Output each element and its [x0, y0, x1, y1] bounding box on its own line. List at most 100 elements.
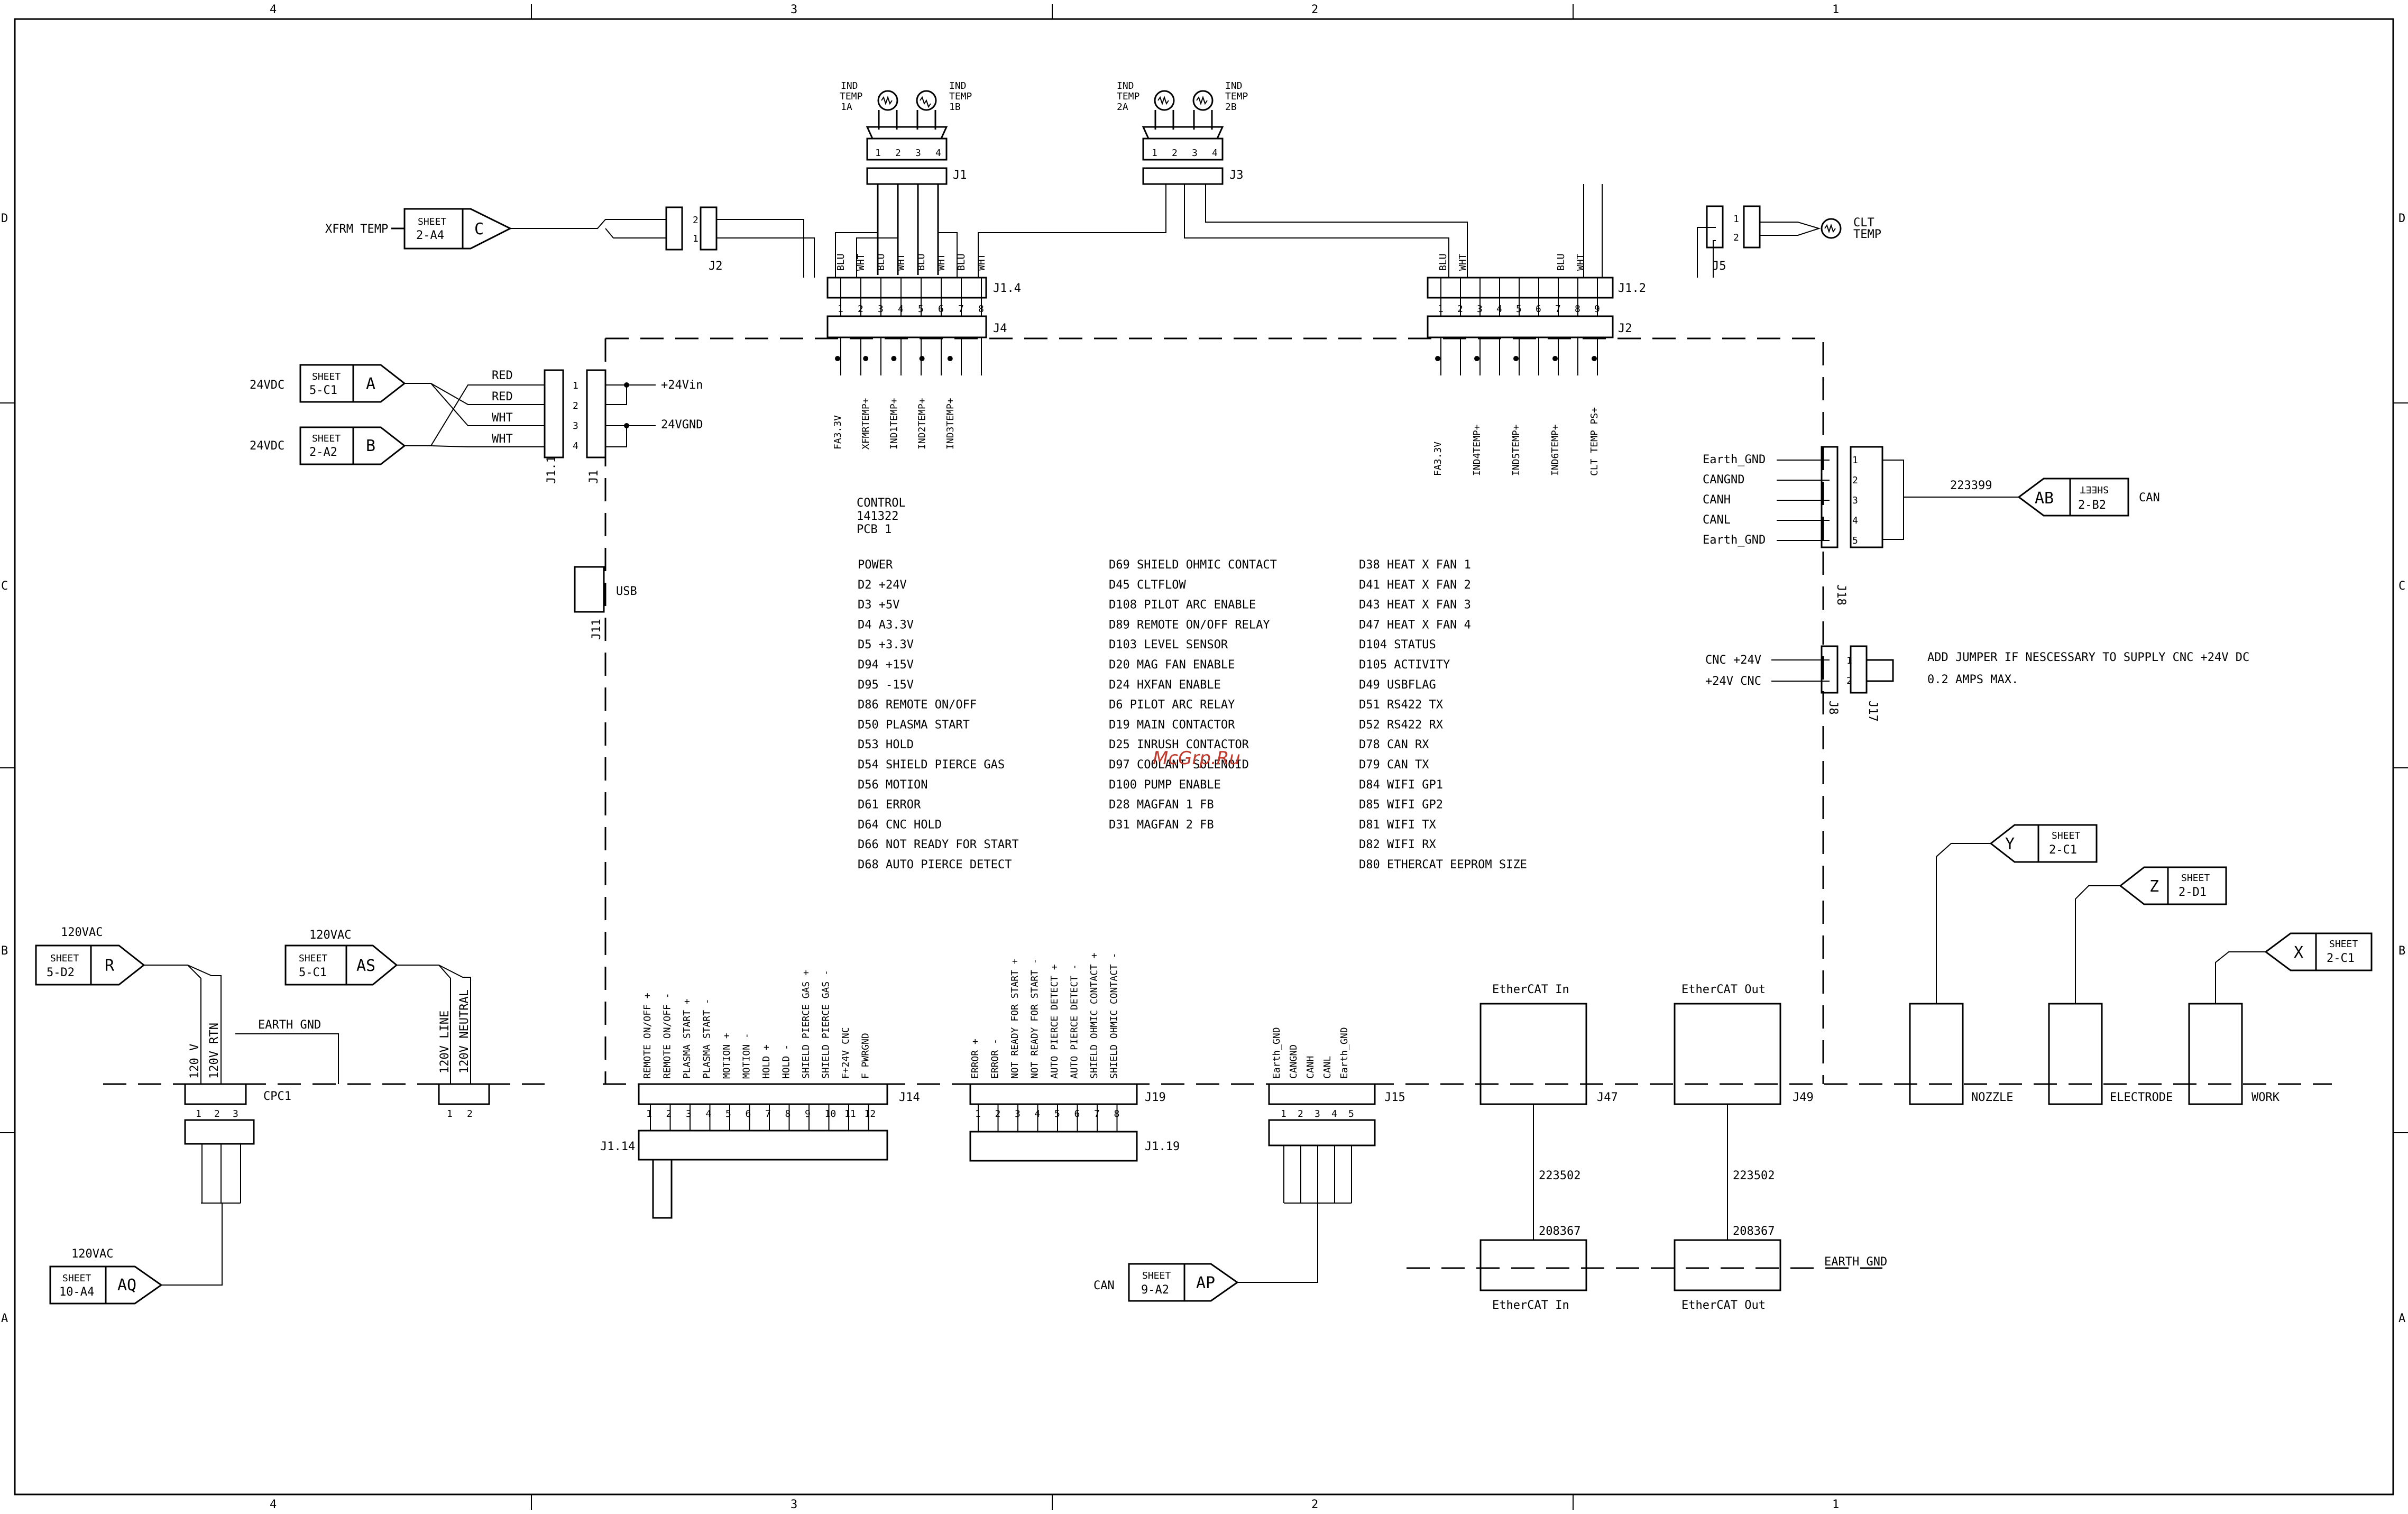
led-col2-13: D31 MAGFAN 2 FB [1109, 818, 1214, 831]
j18-wire-0: Earth_GND [1703, 453, 1766, 466]
j4-node-0 [835, 356, 840, 361]
jumper-note-1: ADD JUMPER IF NESCESSARY TO SUPPLY CNC +… [1927, 651, 2249, 664]
offsheet-AB [2017, 478, 2129, 517]
vin-label: +24Vin [661, 379, 703, 392]
led-col2-6: D24 HXFAN ENABLE [1109, 678, 1221, 692]
offsheet-AQ-sheet: SHEET [62, 1273, 91, 1284]
led-col2-3: D89 REMOTE ON/OFF RELAY [1109, 618, 1270, 631]
j14-wire-color-5: BLU [916, 253, 927, 271]
j2-node-0 [1435, 356, 1440, 361]
ethercat-in-cable: 223502 [1539, 1169, 1580, 1182]
j2-signal-0: FA3.3V [1432, 442, 1444, 476]
led-col1-12: D61 ERROR [858, 799, 921, 812]
j14b-signal-3: PLASMA START - [702, 998, 713, 1079]
led-col3-12: D85 WIFI GP2 [1359, 799, 1443, 812]
led-col1-3: D4 A3.3V [858, 618, 914, 631]
ind2b-line3: 2B [1225, 102, 1237, 113]
j47-label: J47 [1597, 1091, 1618, 1104]
offsheet-AS-letter: AS [356, 957, 375, 975]
offsheet-X [2264, 932, 2373, 971]
24v-cnc-label: +24V CNC [1705, 675, 1761, 688]
power-wire-1: RED [492, 369, 513, 382]
j5-pin-1: 1 [1733, 214, 1739, 225]
j14b-pin-2: 2 [666, 1108, 672, 1120]
j4-node-1 [863, 356, 869, 361]
offsheet-AQ [49, 1265, 163, 1305]
jumper-note-2: 0.2 AMPS MAX. [1927, 673, 2018, 686]
j19-bottom: ERROR +ERROR -NOT READY FOR START +NOT R… [969, 952, 1180, 1162]
col-label-bottom-4: 4 [270, 1498, 277, 1511]
j14-wire-color-8: WHT [976, 253, 987, 271]
j1-top-pin-1: 1 [875, 148, 881, 159]
power-120v-as: 120VAC SHEET 5-C1 AS 120V LINE 120V NEUT… [284, 929, 490, 1120]
offsheet-R [35, 944, 145, 986]
pcb-title: CONTROL [857, 497, 906, 510]
j18-pin-2: 2 [1852, 475, 1858, 486]
led-col2-12: D28 MAGFAN 1 FB [1109, 799, 1214, 812]
offsheet-A-ref: 5-C1 [309, 384, 337, 397]
j1-top-pin-4: 4 [935, 148, 941, 159]
led-col2-11: D100 PUMP ENABLE [1109, 778, 1221, 792]
as-120v-neutral: 120V NEUTRAL [458, 989, 471, 1073]
j2-node-1 [1474, 356, 1479, 361]
frame-ticks [0, 4, 2408, 1510]
j14b-pin-3: 3 [686, 1108, 692, 1120]
thermistor-1a-icon [877, 90, 898, 111]
j14b-pin-8: 8 [785, 1108, 791, 1120]
offsheet-AQ-ref: 10-A4 [59, 1286, 94, 1299]
j5-pin-2: 2 [1733, 232, 1739, 243]
j19-signal-2: NOT READY FOR START + [1009, 958, 1021, 1079]
ethercat-out-top: EtherCAT Out [1681, 983, 1766, 996]
j15-signal-1: CANGND [1288, 1044, 1299, 1079]
offsheet-AP [1128, 1263, 1239, 1302]
led-col3-6: D49 USBFLAG [1359, 678, 1436, 692]
j14b-signal-9: SHIELD PIERCE GAS - [821, 970, 832, 1079]
col-label-bottom-3: 3 [791, 1498, 797, 1511]
j14b-pin-11: 11 [844, 1108, 856, 1120]
j2-signal-3: IND6TEMP+ [1550, 424, 1561, 476]
led-col3-2: D43 HEAT X FAN 3 [1359, 599, 1471, 612]
offsheet-AP-letter: AP [1196, 1274, 1215, 1292]
j15-pin-2: 2 [1298, 1108, 1303, 1120]
led-col2-7: D6 PILOT ARC RELAY [1109, 699, 1235, 712]
row-label-right-B: B [2398, 944, 2405, 958]
j14b-signal-6: HOLD + [761, 1044, 772, 1079]
offsheet-R-letter: R [105, 957, 115, 975]
j14b-pin-12: 12 [865, 1108, 876, 1120]
offsheet-AS-ref: 5-C1 [299, 966, 327, 979]
j15-pin-5: 5 [1348, 1108, 1354, 1120]
led-col2-10: D97 COOLANT SOLENOID [1109, 758, 1249, 772]
led-col2-2: D108 PILOT ARC ENABLE [1109, 599, 1256, 612]
offsheet-AP-sheet: SHEET [1142, 1270, 1171, 1281]
j14b-signal-8: SHIELD PIERCE GAS + [801, 970, 812, 1079]
j14b-signal-10: F+24V CNC [840, 1027, 851, 1079]
offsheet-C [403, 208, 512, 250]
j2-left-pin-1: 1 [693, 233, 698, 244]
j15-pin-3: 3 [1315, 1108, 1320, 1120]
j14b-signal-7: HOLD - [781, 1044, 792, 1079]
ethercat-in-top: EtherCAT In [1492, 983, 1569, 996]
led-col1-9: D53 HOLD [858, 738, 914, 751]
ind2a-line3: 2A [1117, 102, 1128, 113]
j12-label: J1.2 [1618, 282, 1646, 295]
j14b-signal-2: PLASMA START + [682, 998, 693, 1079]
offsheet-AB-ref: 2-B2 [2078, 499, 2106, 512]
offsheet-X-letter: X [2294, 943, 2303, 962]
j15-signal-2: CANH [1305, 1056, 1316, 1079]
offsheet-AB-letter: AB [2035, 489, 2054, 508]
ind1b-line2: TEMP [949, 91, 972, 102]
led-col1-1: D2 +24V [858, 579, 907, 592]
offsheet-A-volt: 24VDC [250, 379, 284, 392]
j1-power-pin-2: 2 [573, 400, 578, 411]
offsheet-Y-sheet: SHEET [2052, 830, 2080, 841]
led-col3-8: D52 RS422 RX [1359, 718, 1444, 731]
offsheet-B-sheet: SHEET [312, 433, 341, 444]
led-col2-0: D69 SHIELD OHMIC CONTACT [1109, 558, 1277, 572]
row-label-left-A: A [1, 1312, 8, 1325]
j15-pin-1: 1 [1281, 1108, 1286, 1120]
ethercat-in-cable2: 208367 [1539, 1225, 1580, 1238]
j114-label: J1.14 [600, 1140, 635, 1153]
j14-wire-color-4: WHT [896, 253, 907, 271]
